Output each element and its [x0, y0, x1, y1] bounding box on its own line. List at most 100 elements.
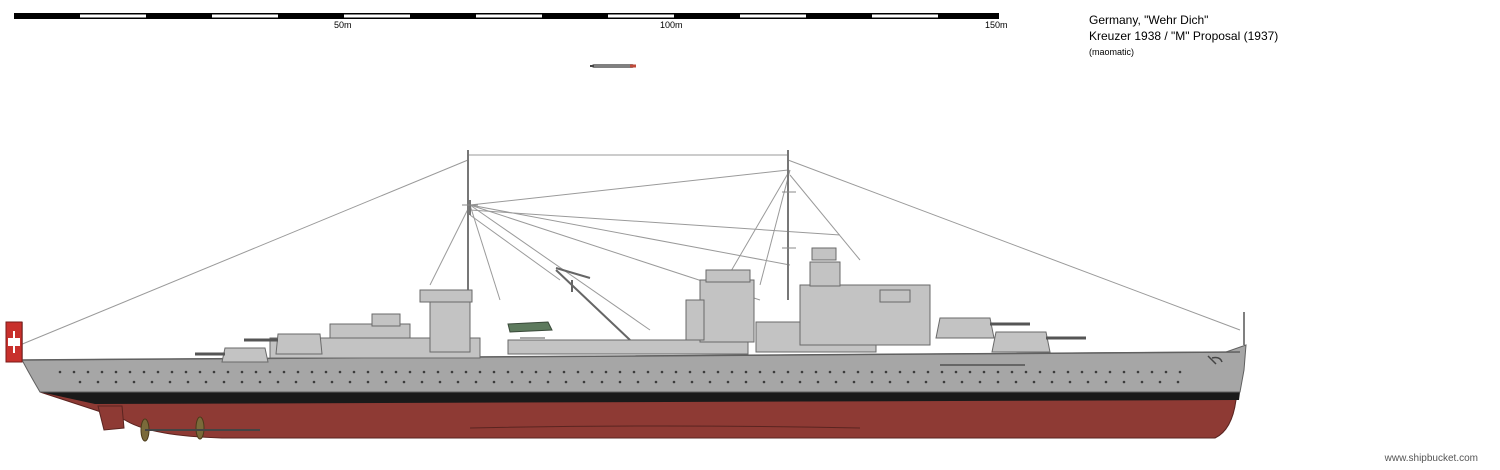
- porthole: [96, 380, 100, 384]
- porthole: [132, 380, 136, 384]
- porthole: [240, 380, 244, 384]
- porthole: [780, 380, 784, 384]
- porthole: [78, 380, 82, 384]
- porthole: [156, 370, 160, 374]
- porthole: [464, 370, 468, 374]
- scale-bar: [14, 13, 999, 19]
- portholes: [58, 370, 1182, 384]
- porthole: [394, 370, 398, 374]
- porthole: [510, 380, 514, 384]
- bridge-superstructure: [755, 247, 931, 353]
- forward-turret-a: [991, 331, 1086, 353]
- porthole: [888, 380, 892, 384]
- porthole: [898, 370, 902, 374]
- porthole: [184, 370, 188, 374]
- porthole: [590, 370, 594, 374]
- porthole: [1158, 380, 1162, 384]
- porthole: [276, 380, 280, 384]
- porthole: [912, 370, 916, 374]
- aft-superstructure: [269, 289, 481, 359]
- porthole: [884, 370, 888, 374]
- porthole: [150, 380, 154, 384]
- porthole: [762, 380, 766, 384]
- porthole: [690, 380, 694, 384]
- funnel: [685, 269, 755, 343]
- porthole: [86, 370, 90, 374]
- porthole: [926, 370, 930, 374]
- porthole: [546, 380, 550, 384]
- porthole: [816, 380, 820, 384]
- porthole: [660, 370, 664, 374]
- porthole: [294, 380, 298, 384]
- porthole: [716, 370, 720, 374]
- porthole: [856, 370, 860, 374]
- porthole: [600, 380, 604, 384]
- porthole: [960, 380, 964, 384]
- porthole: [366, 380, 370, 384]
- ship-name: Germany, "Wehr Dich": [1089, 13, 1209, 27]
- porthole: [654, 380, 658, 384]
- scale-label-100m: 100m: [660, 20, 683, 30]
- porthole: [1108, 370, 1112, 374]
- porthole: [870, 380, 874, 384]
- porthole: [604, 370, 608, 374]
- porthole: [942, 380, 946, 384]
- porthole: [834, 380, 838, 384]
- hull-upper: [21, 344, 1247, 393]
- porthole: [1066, 370, 1070, 374]
- porthole: [296, 370, 300, 374]
- porthole: [632, 370, 636, 374]
- porthole: [240, 370, 244, 374]
- porthole: [450, 370, 454, 374]
- boot-topping: [40, 392, 1240, 404]
- porthole: [1136, 370, 1140, 374]
- porthole: [1050, 380, 1054, 384]
- porthole: [212, 370, 216, 374]
- porthole: [828, 370, 832, 374]
- porthole: [520, 370, 524, 374]
- porthole: [72, 370, 76, 374]
- porthole: [384, 380, 388, 384]
- porthole: [786, 370, 790, 374]
- porthole: [1086, 380, 1090, 384]
- porthole: [324, 370, 328, 374]
- porthole: [420, 380, 424, 384]
- porthole: [1122, 370, 1126, 374]
- porthole: [366, 370, 370, 374]
- hull-lower: [39, 391, 1239, 439]
- porthole: [744, 370, 748, 374]
- porthole: [1178, 370, 1182, 374]
- porthole: [982, 370, 986, 374]
- foremast-aft: [467, 150, 471, 300]
- porthole: [114, 370, 118, 374]
- porthole: [422, 370, 426, 374]
- porthole: [636, 380, 640, 384]
- porthole: [618, 380, 622, 384]
- porthole: [1052, 370, 1056, 374]
- porthole: [940, 370, 944, 374]
- porthole: [1140, 380, 1144, 384]
- porthole: [708, 380, 712, 384]
- porthole: [534, 370, 538, 374]
- ship-design: Kreuzer 1938 / "M" Proposal (1937): [1089, 29, 1279, 43]
- porthole: [438, 380, 442, 384]
- porthole: [402, 380, 406, 384]
- porthole: [996, 380, 1000, 384]
- porthole: [618, 370, 622, 374]
- porthole: [702, 370, 706, 374]
- porthole: [258, 380, 262, 384]
- porthole: [204, 380, 208, 384]
- porthole: [1094, 370, 1098, 374]
- author-credit: (maomatic): [1089, 47, 1135, 57]
- porthole: [506, 370, 510, 374]
- porthole: [58, 370, 62, 374]
- porthole: [198, 370, 202, 374]
- porthole: [562, 370, 566, 374]
- watermark: www.shipbucket.com: [1384, 453, 1478, 464]
- porthole: [268, 370, 272, 374]
- porthole: [186, 380, 190, 384]
- porthole: [330, 380, 334, 384]
- porthole: [114, 380, 118, 384]
- porthole: [798, 380, 802, 384]
